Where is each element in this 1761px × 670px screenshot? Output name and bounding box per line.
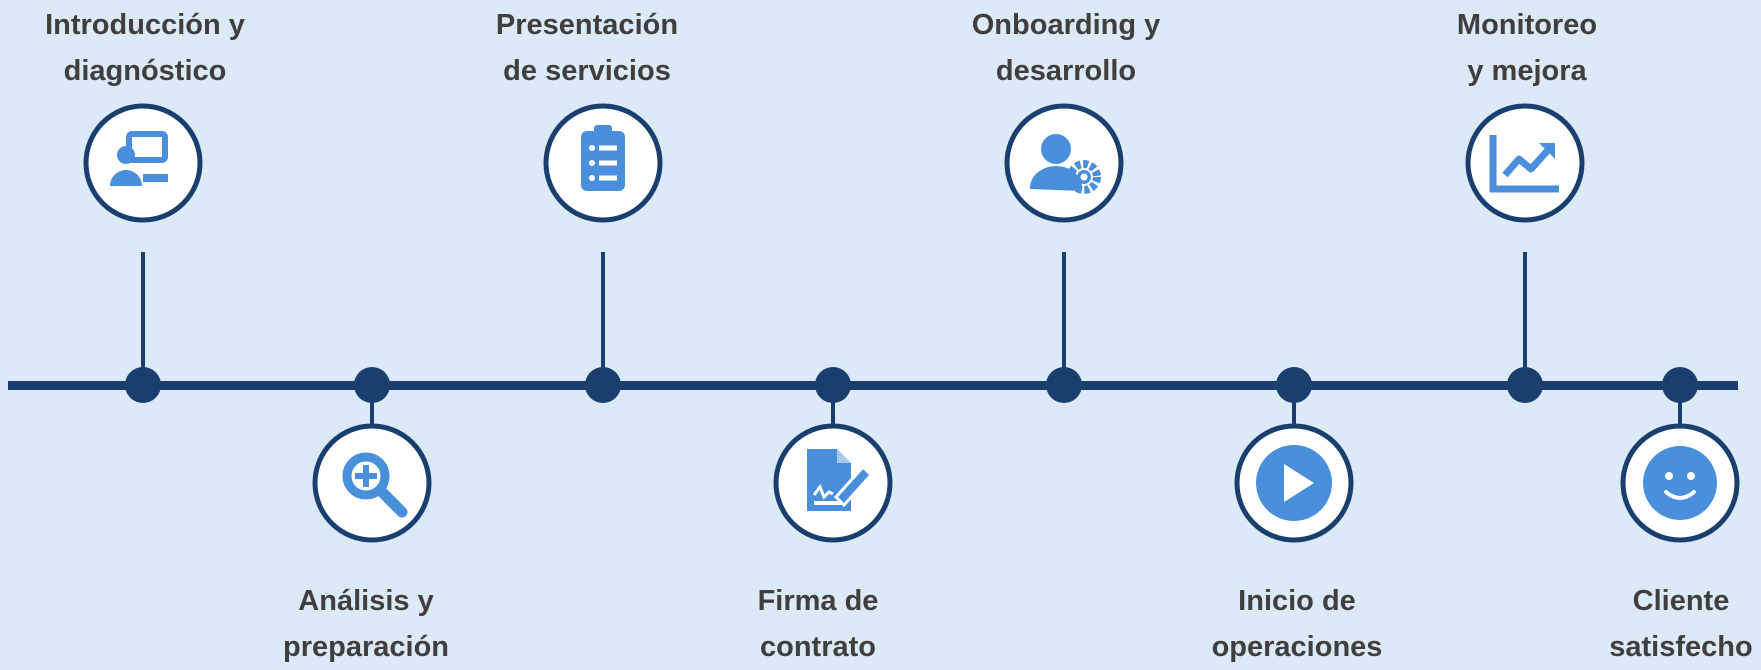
step-label-line1: Monitoreo xyxy=(1456,9,1598,41)
step-label-inicio: Inicio de operaciones xyxy=(1167,578,1427,670)
step-label-line2: contrato xyxy=(760,631,876,663)
step-label-line2: diagnóstico xyxy=(63,55,227,87)
timeline-node xyxy=(1507,367,1543,403)
step-label-line1: Inicio de xyxy=(1238,585,1356,617)
step-label-line2: preparación xyxy=(283,631,449,663)
signed-document-icon xyxy=(807,449,874,511)
step-label-line1: Cliente xyxy=(1632,585,1730,617)
timeline-node xyxy=(1046,367,1082,403)
step-label-line1: Presentación xyxy=(495,9,679,41)
step-label-cliente: Cliente satisfecho xyxy=(1551,578,1761,670)
step-label-onboarding: Onboarding y desarrollo xyxy=(936,2,1196,94)
smiley-icon xyxy=(1643,446,1717,520)
step-label-line2: desarrollo xyxy=(995,55,1137,87)
step-icon-circle xyxy=(1004,103,1124,223)
magnifier-plus-icon xyxy=(342,452,408,518)
user-gear-icon xyxy=(1029,134,1101,194)
step-label-line1: Introducción y xyxy=(45,9,245,41)
timeline-axis-line xyxy=(8,381,1738,390)
step-label-firma: Firma de contrato xyxy=(688,578,948,670)
timeline-node xyxy=(815,367,851,403)
play-icon xyxy=(1256,445,1332,521)
step-label-line1: Firma de xyxy=(757,585,879,617)
timeline-node xyxy=(585,367,621,403)
step-label-line2: operaciones xyxy=(1211,631,1383,663)
clipboard-list-icon xyxy=(581,125,625,191)
timeline-node xyxy=(125,367,161,403)
step-label-monitoreo: Monitoreo y mejora xyxy=(1397,2,1657,94)
step-label-line2: y mejora xyxy=(1467,55,1587,87)
step-label-introduccion: Introducción y diagnóstico xyxy=(15,2,275,94)
step-label-analisis: Análisis y preparación xyxy=(236,578,496,670)
step-label-presentacion: Presentación de servicios xyxy=(457,2,717,94)
timeline-node xyxy=(1276,367,1312,403)
timeline-node xyxy=(354,367,390,403)
step-label-line1: Onboarding y xyxy=(971,9,1161,41)
step-label-line2: de servicios xyxy=(503,55,671,87)
presentation-icon xyxy=(110,131,168,186)
timeline-node xyxy=(1662,367,1698,403)
chart-up-icon xyxy=(1489,135,1559,193)
step-label-line1: Análisis y xyxy=(298,585,434,617)
step-label-line2: satisfecho xyxy=(1609,631,1753,663)
